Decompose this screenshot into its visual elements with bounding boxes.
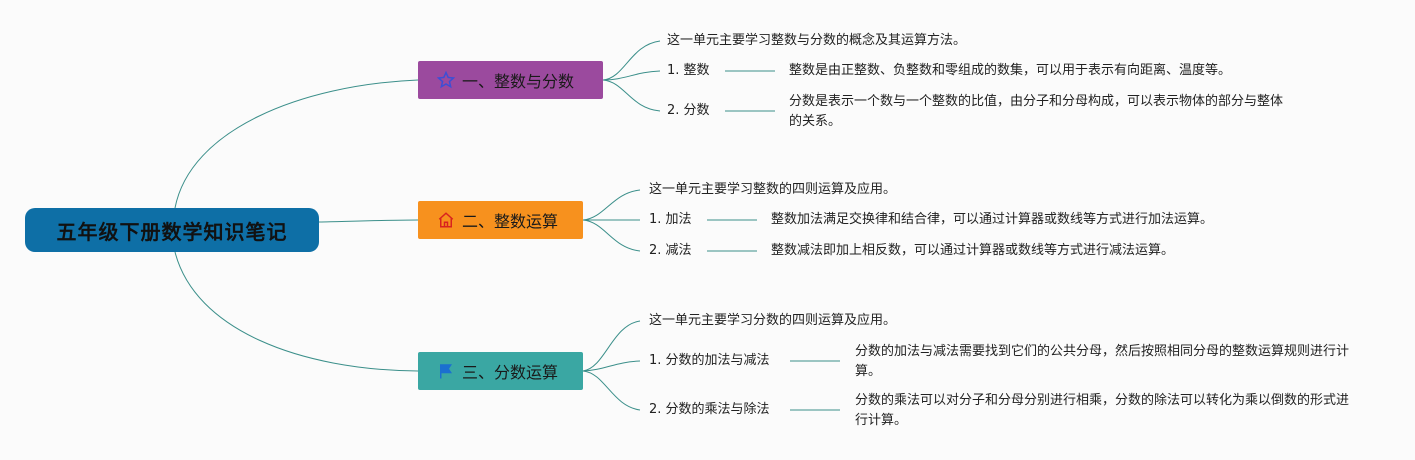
star-icon: [436, 70, 456, 90]
branch-3-intro[interactable]: 这一单元主要学习分数的四则运算及应用。: [649, 313, 897, 328]
branch-3-item-2-label[interactable]: 2. 分数的乘法与除法: [649, 402, 770, 417]
house-icon: [436, 210, 456, 230]
branch-1-item-2-label[interactable]: 2. 分数: [667, 103, 710, 118]
branch-1-intro[interactable]: 这一单元主要学习整数与分数的概念及其运算方法。: [667, 33, 967, 48]
branch-1-item-1-label[interactable]: 1. 整数: [667, 63, 710, 78]
branch-2-item-1-label[interactable]: 1. 加法: [649, 212, 692, 227]
branch-1-intro-line: [602, 40, 661, 81]
branch-1-item-1-line: [602, 70, 661, 81]
branch-topic-3[interactable]: 三、分数运算: [418, 352, 583, 390]
branch-1-item-1-desc[interactable]: 整数是由正整数、负整数和零组成的数集，可以用于表示有向距离、温度等。: [789, 63, 1232, 78]
root-to-branch-1-line: [174, 79, 419, 209]
root-to-branch-3-line: [174, 251, 419, 372]
branch-2-intro-line: [582, 189, 641, 221]
root-title: 五年级下册数学知识笔记: [56, 219, 288, 244]
branch-3-item-1-desc[interactable]: 分数的加法与减法需要找到它们的公共分母，然后按照相同分母的整数运算规则进行计算。: [855, 344, 1350, 379]
branch-topic-1[interactable]: 一、整数与分数: [418, 61, 603, 99]
branch-3-title: 三、分数运算: [462, 363, 559, 382]
branch-topic-2[interactable]: 二、整数运算: [418, 201, 583, 239]
branch-3-intro-line: [582, 320, 641, 372]
branch-2-intro[interactable]: 这一单元主要学习整数的四则运算及应用。: [649, 182, 897, 197]
branch-2-item-2-desc[interactable]: 整数减法即加上相反数，可以通过计算器或数线等方式进行减法运算。: [771, 243, 1175, 258]
branch-2-item-1-desc[interactable]: 整数加法满足交换律和结合律，可以通过计算器或数线等方式进行加法运算。: [771, 212, 1214, 227]
branch-3-item-1-line: [582, 360, 641, 372]
branch-2-title: 二、整数运算: [462, 212, 559, 231]
flag-icon: [436, 361, 456, 381]
branch-3-item-1-label[interactable]: 1. 分数的加法与减法: [649, 353, 770, 368]
branch-2-item-2-line: [582, 219, 641, 252]
branch-2-item-2-label[interactable]: 2. 减法: [649, 243, 692, 258]
root-to-branch-2-line: [318, 219, 419, 223]
branch-1-title: 一、整数与分数: [462, 72, 575, 91]
branch-1-item-2-line: [602, 79, 661, 112]
branch-3-item-2-desc[interactable]: 分数的乘法可以对分子和分母分别进行相乘，分数的除法可以转化为乘以倒数的形式进行计…: [855, 393, 1350, 428]
branch-1-item-2-desc[interactable]: 分数是表示一个数与一个整数的比值，由分子和分母构成，可以表示物体的部分与整体的关…: [789, 94, 1284, 129]
branch-3-item-2-line: [582, 370, 641, 411]
root-topic[interactable]: 五年级下册数学知识笔记: [25, 208, 319, 252]
